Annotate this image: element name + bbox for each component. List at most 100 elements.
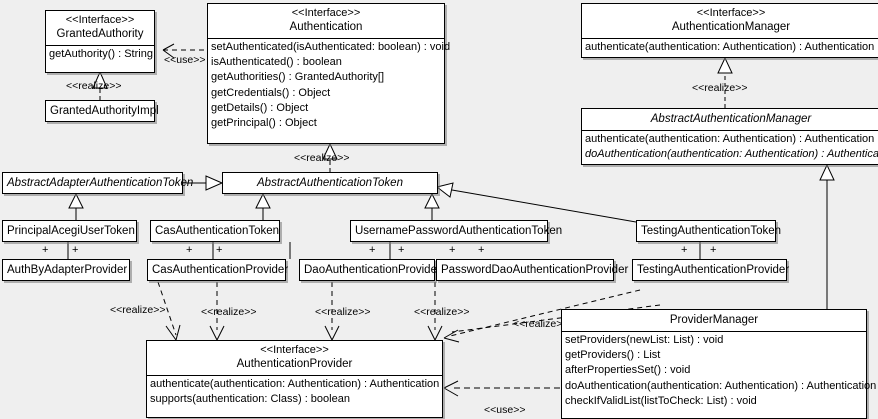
class-box-password-dao-authentication-provider[interactable]: PasswordDaoAuthenticationProvider [436, 259, 629, 281]
class-name-label: AuthByAdapterProvider [7, 264, 128, 276]
edge-label-realize-abstract-authentication-token: <<realize>> [294, 152, 350, 164]
class-box-cas-authentication-provider[interactable]: CasAuthenticationProvider [147, 259, 289, 281]
class-name-label: PrincipalAcegiUserToken [7, 225, 135, 237]
class-header-authentication-manager: <<Interface>> AuthenticationManager [582, 4, 878, 38]
class-header-testing-authentication-token: TestingAuthenticationToken [637, 221, 782, 242]
operation-item: getDetails() : Object [211, 101, 309, 114]
class-name-label: GrantedAuthority [56, 28, 144, 40]
edge-label-realize-dao-authentication-provider: <<realize>> [315, 306, 371, 318]
operation-item: authenticate(authentication: Authenticat… [585, 41, 875, 53]
operation-item: doAuthentication(authentication: Authent… [565, 379, 877, 392]
class-header-abstract-authentication-manager: AbstractAuthenticationManager [582, 109, 878, 130]
class-box-granted-authority-impl[interactable]: GrantedAuthorityImpl [45, 100, 159, 122]
operation-item: setProviders(newList: List) : void [565, 334, 724, 346]
class-header-provider-manager: ProviderManager [562, 310, 866, 331]
operation-item: authenticate(authentication: Authenticat… [150, 378, 440, 390]
class-name-label: AuthenticationProvider [236, 358, 353, 370]
class-header-password-dao-authentication-provider: PasswordDaoAuthenticationProvider [437, 260, 629, 281]
operations-compartment-authentication-provider: authenticate(authentication: Authenticat… [147, 376, 442, 408]
operations-compartment-abstract-authentication-manager: authenticate(authentication: Authenticat… [582, 131, 878, 163]
class-name-label: AbstractAuthenticationToken [257, 177, 403, 189]
operation-item: afterPropertiesSet() : void [565, 364, 691, 377]
class-name-label: AbstractAdapterAuthenticationToken [7, 177, 194, 189]
class-box-provider-manager[interactable]: ProviderManager setProviders(newList: Li… [561, 309, 877, 419]
operation-item: authenticate(authentication: Authenticat… [585, 133, 875, 145]
class-name-label: Authentication [289, 21, 363, 33]
multiplicity-marker: + [216, 244, 223, 256]
section-divider [208, 38, 444, 39]
operations-compartment-authentication-manager: authenticate(authentication: Authenticat… [582, 39, 878, 56]
class-header-cas-authentication-token: CasAuthenticationToken [151, 221, 279, 242]
multiplicity-marker: + [478, 244, 485, 256]
operations-compartment-provider-manager: setProviders(newList: List) : void getPr… [562, 332, 877, 410]
class-header-authentication-provider: <<Interface>> AuthenticationProvider [147, 341, 442, 375]
multiplicity-marker: + [42, 244, 49, 256]
class-name-label: TestingAuthenticationProvider [637, 264, 790, 276]
class-header-cas-authentication-provider: CasAuthenticationProvider [148, 260, 289, 281]
section-divider [582, 38, 878, 39]
class-header-granted-authority-impl: GrantedAuthorityImpl [46, 101, 159, 122]
class-name-label: ProviderManager [669, 314, 759, 326]
operations-compartment-granted-authority: getAuthority() : String [46, 46, 154, 63]
class-box-principal-acegi-user-token[interactable]: PrincipalAcegiUserToken [2, 220, 137, 242]
class-header-granted-authority: <<Interface>> GrantedAuthority [46, 11, 154, 45]
class-box-dao-authentication-provider[interactable]: DaoAuthenticationProvider [299, 259, 441, 281]
edge-label-realize-password-dao-authentication-provider: <<realize>> [414, 306, 470, 318]
section-divider [582, 130, 878, 131]
section-divider [562, 331, 866, 332]
class-box-cas-authentication-token[interactable]: CasAuthenticationToken [150, 220, 280, 242]
class-box-username-password-authentication-token[interactable]: UsernamePasswordAuthenticationToken [350, 220, 563, 242]
class-header-dao-authentication-provider: DaoAuthenticationProvider [300, 260, 441, 281]
edge-label-realize-granted-authority-impl: <<realize>> [66, 80, 122, 92]
operation-item: getCredentials() : Object [211, 86, 331, 99]
operation-item: getAuthorities() : GrantedAuthority[] [211, 71, 385, 84]
multiplicity-marker: + [369, 244, 376, 256]
class-header-abstract-adapter-authentication-token: AbstractAdapterAuthenticationToken [3, 173, 194, 194]
class-box-authentication-manager[interactable]: <<Interface>> AuthenticationManager auth… [581, 3, 878, 58]
stereotype-label: <<Interface>> [260, 344, 329, 356]
class-header-testing-authentication-provider: TestingAuthenticationProvider [633, 260, 790, 281]
operation-item: isAuthenticated() : boolean [211, 56, 342, 69]
class-box-auth-by-adapter-provider[interactable]: AuthByAdapterProvider [2, 259, 130, 281]
multiplicity-marker: + [72, 244, 79, 256]
operation-item: checkIfValidList(listToCheck: List) : vo… [565, 394, 757, 407]
class-header-principal-acegi-user-token: PrincipalAcegiUserToken [3, 221, 136, 242]
class-box-authentication[interactable]: <<Interface>> Authentication setAuthenti… [207, 3, 451, 144]
operation-item: getProviders() : List [565, 349, 661, 362]
stereotype-label: <<Interface>> [65, 14, 135, 26]
operation-item: supports(authentication: Class) : boolea… [150, 393, 350, 406]
multiplicity-marker: + [449, 244, 456, 256]
operation-item: getAuthority() : String [49, 48, 153, 60]
operations-compartment-authentication: setAuthenticated(isAuthenticated: boolea… [208, 39, 451, 132]
class-box-abstract-authentication-token[interactable]: AbstractAuthenticationToken [222, 172, 438, 194]
class-name-label: PasswordDaoAuthenticationProvider [441, 264, 629, 276]
class-name-label: GrantedAuthorityImpl [50, 105, 159, 117]
operation-item: doAuthentication(authentication: Authent… [585, 148, 878, 161]
multiplicity-marker: + [398, 244, 405, 256]
class-header-username-password-authentication-token: UsernamePasswordAuthenticationToken [351, 221, 563, 242]
class-name-label: CasAuthenticationToken [155, 225, 280, 237]
multiplicity-marker: + [186, 244, 193, 256]
class-name-label: UsernamePasswordAuthenticationToken [355, 225, 563, 237]
section-divider [147, 375, 442, 376]
edge-label-use-provider-manager: <<use>> [484, 404, 526, 416]
stereotype-label: <<Interface>> [696, 7, 766, 19]
class-name-label: DaoAuthenticationProvider [304, 264, 441, 276]
class-box-testing-authentication-token[interactable]: TestingAuthenticationToken [636, 220, 782, 242]
edge-label-use-granted-authority: <<use>> [164, 54, 206, 66]
edge-label-realize-auth-by-adapter-provider: <<realize>> [110, 304, 166, 316]
multiplicity-marker: + [681, 244, 688, 256]
class-box-authentication-provider[interactable]: <<Interface>> AuthenticationProvider aut… [146, 340, 443, 418]
edge-label-realize-cas-authentication-provider: <<realize>> [201, 306, 257, 318]
class-header-auth-by-adapter-provider: AuthByAdapterProvider [3, 260, 129, 281]
class-name-label: TestingAuthenticationToken [641, 225, 782, 237]
section-divider [46, 45, 154, 46]
class-name-label: AbstractAuthenticationManager [650, 113, 812, 125]
class-box-abstract-adapter-authentication-token[interactable]: AbstractAdapterAuthenticationToken [2, 172, 194, 194]
operation-item: setAuthenticated(isAuthenticated: boolea… [211, 41, 451, 53]
class-box-granted-authority[interactable]: <<Interface>> GrantedAuthority getAuthor… [45, 10, 155, 73]
class-box-testing-authentication-provider[interactable]: TestingAuthenticationProvider [632, 259, 790, 281]
class-box-abstract-authentication-manager[interactable]: AbstractAuthenticationManager authentica… [581, 108, 878, 165]
class-name-label: CasAuthenticationProvider [152, 264, 289, 276]
